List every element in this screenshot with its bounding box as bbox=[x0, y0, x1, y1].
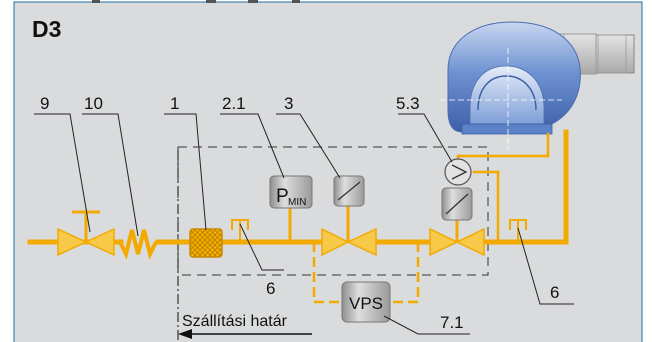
pressure-switch-min-icon: P MIN bbox=[269, 175, 313, 209]
callout-2-1: 2.1 bbox=[222, 94, 246, 113]
callout-10: 10 bbox=[84, 94, 103, 113]
callout-1: 1 bbox=[170, 94, 179, 113]
callout-6-right: 6 bbox=[550, 283, 559, 302]
supply-boundary-arrow bbox=[178, 329, 312, 339]
vps-leak-tester-icon: VPS bbox=[341, 281, 391, 323]
compensator-icon bbox=[118, 229, 158, 260]
callout-6-left: 6 bbox=[266, 279, 275, 298]
diagram-code: D3 bbox=[32, 16, 61, 42]
pressure-switch-subscript-label: MIN bbox=[288, 197, 306, 208]
test-point-icon bbox=[231, 219, 249, 242]
vps-label: VPS bbox=[349, 294, 383, 313]
manual-shutoff-valve-icon bbox=[57, 210, 115, 257]
test-point-icon bbox=[509, 219, 527, 242]
pressure-switch-main-label: P bbox=[276, 186, 289, 207]
cut-off-heading-fragment bbox=[92, 0, 300, 3]
callout-leaders bbox=[34, 113, 574, 335]
callout-5-3: 5.3 bbox=[396, 94, 420, 113]
solenoid-valve-1-icon bbox=[321, 175, 377, 257]
gas-filter-icon bbox=[189, 228, 223, 258]
callout-7-1: 7.1 bbox=[440, 313, 464, 332]
callout-3: 3 bbox=[284, 94, 293, 113]
solenoid-valve-2-icon bbox=[429, 187, 485, 257]
pump-icon bbox=[444, 158, 472, 186]
callout-9: 9 bbox=[40, 94, 49, 113]
vps-bypass-lines bbox=[312, 242, 420, 304]
blower-fan-icon bbox=[440, 21, 635, 150]
supply-boundary-label: Szállítási határ bbox=[182, 313, 288, 330]
